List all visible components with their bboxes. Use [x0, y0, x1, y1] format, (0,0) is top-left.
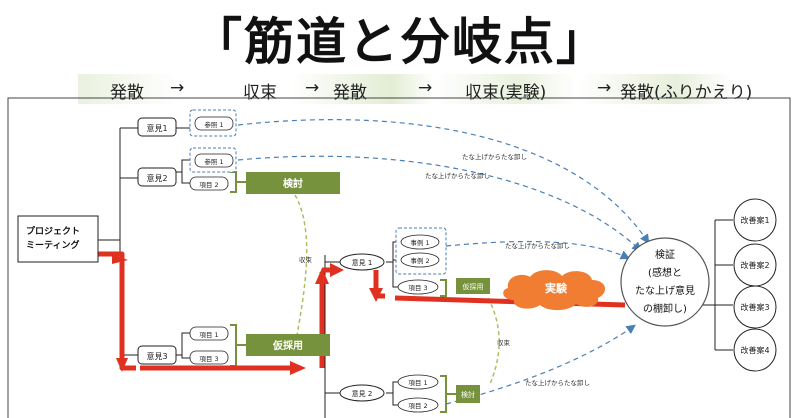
mid-adopt-label: 仮採用 [463, 282, 484, 291]
shelve-label-2: たな上げからたな卸し [425, 171, 490, 180]
phase-arrow-2: → [305, 78, 320, 98]
item1-label: 項目 1 [199, 331, 218, 339]
shelve-label-3: たな上げからたな卸し [505, 241, 570, 250]
reference2-node [194, 153, 234, 168]
item3-node [189, 350, 229, 365]
shelve-arrows [237, 119, 650, 405]
low-item2-node [397, 397, 439, 413]
discuss2-label: 検討 [461, 390, 475, 399]
green-brackets [230, 171, 456, 413]
improvement-nodes: 改善案1 改善案2 改善案3 改善案4 [733, 198, 777, 372]
experiment-cloud [503, 270, 606, 311]
improve-label-2: 改善案2 [740, 260, 769, 270]
low-opinion-label: 意見 2 [352, 389, 373, 398]
item1-node [189, 326, 229, 341]
mid-adopt-node [456, 278, 490, 294]
main-path-arrowheads [112, 254, 383, 375]
phase-arrow-1: → [170, 78, 185, 98]
reference2-label: 参照 1 [204, 157, 223, 166]
verify-label-4: の棚卸し) [643, 302, 687, 315]
opinion3-label: 意見3 [146, 351, 167, 361]
frame-top [7, 97, 791, 110]
low-item2-label: 項目 2 [408, 402, 427, 410]
opinion1-node [137, 117, 177, 137]
item2-node [189, 176, 229, 191]
shelve-label-1: たな上げからたな卸し [462, 152, 527, 161]
reference1-node [194, 116, 234, 131]
verify-node [620, 237, 710, 327]
discuss1-label: 検討 [283, 177, 303, 190]
phase-arrow-3: → [418, 78, 433, 98]
converge-label-2: 収束 [497, 339, 511, 347]
mid-ref2-label: 事例 2 [410, 256, 429, 265]
discuss1-node [246, 172, 340, 194]
discuss2-node [456, 385, 480, 403]
adopt1-node [246, 334, 330, 356]
converge-arrow-2 [487, 297, 500, 385]
mid-opinion-node [339, 253, 385, 271]
improve-node-4 [733, 328, 777, 372]
page-title: 「筋道と分岐点」 [192, 13, 608, 71]
reference1-label: 参照 1 [204, 120, 223, 129]
mid-opinion-label: 意見 1 [352, 258, 373, 267]
phase-bar [78, 74, 790, 104]
converge-label-1: 収束 [299, 256, 313, 264]
item3-label: 項目 3 [199, 355, 218, 363]
low-opinion-node [339, 384, 385, 402]
improve-node-3 [733, 285, 777, 329]
improve-label-3: 改善案3 [740, 302, 769, 312]
opinion1-label: 意見1 [146, 123, 167, 133]
item2-label: 項目 2 [199, 181, 218, 189]
mid-ref1-label: 事例 1 [410, 238, 429, 247]
verify-label-3: たな上げ意見 [635, 284, 695, 297]
mid-ref2-node [400, 252, 440, 268]
improve-node-1 [733, 198, 777, 242]
shelve-label-4: たな上げからたな卸し [525, 378, 590, 387]
converge-arrow-1 [294, 194, 308, 336]
opinion2-label: 意見2 [146, 173, 167, 183]
phase-arrow-4: → [597, 78, 612, 98]
low-item1-label: 項目 1 [408, 379, 427, 387]
verify-label-1: 検証 [655, 248, 675, 261]
opinion2-node [137, 167, 177, 187]
mid-ref1-node [400, 234, 440, 250]
experiment-label: 実験 [545, 281, 568, 295]
low-item1-node [397, 374, 439, 390]
mid-item3-node [397, 279, 439, 295]
meeting-node [17, 215, 99, 263]
meeting-label-2: ミーティング [26, 239, 79, 251]
improve-label-4: 改善案4 [740, 345, 769, 355]
adopt1-label: 仮採用 [272, 339, 303, 352]
improve-label-1: 改善案1 [740, 215, 769, 225]
meeting-label-1: プロジェクト [26, 225, 80, 237]
verify-label-2: (感想と [648, 266, 682, 279]
mid-item3-label: 項目 3 [408, 284, 427, 292]
opinion3-node [137, 345, 177, 365]
